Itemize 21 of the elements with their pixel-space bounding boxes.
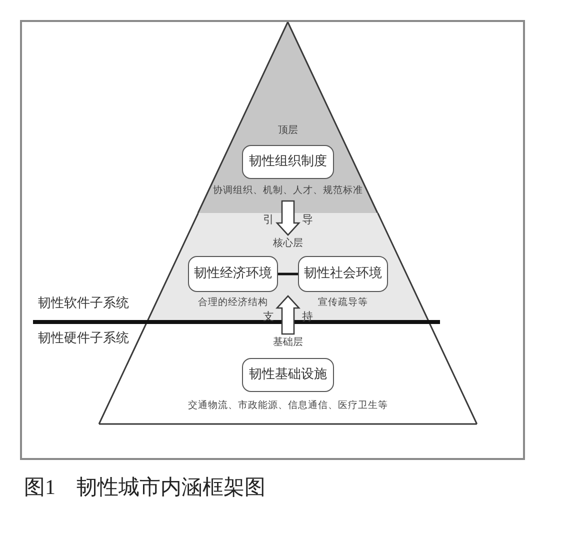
description-text: 宣传疏导等	[318, 297, 368, 308]
subsystem-label: 韧性软件子系统	[38, 296, 129, 311]
pyramid-tier	[147, 213, 429, 322]
description-text: 协调组织、机制、人才、规范标准	[212, 185, 363, 196]
tier-label: 顶层	[278, 125, 298, 137]
figure-caption: 图1 韧性城市内涵框架图	[24, 474, 266, 500]
concept-box: 韧性经济环境	[188, 256, 278, 292]
concept-box: 韧性社会环境	[298, 256, 388, 292]
edge-label: 引导	[263, 213, 313, 226]
connector-line	[278, 272, 298, 276]
block-arrow	[276, 295, 300, 335]
pyramid-tier	[198, 22, 378, 213]
edge-label: 支持	[263, 310, 313, 323]
block-arrow	[276, 200, 300, 236]
description-text: 合理的经济结构	[198, 297, 268, 308]
tier-label: 核心层	[273, 238, 303, 250]
concept-box: 韧性组织制度	[242, 145, 334, 179]
concept-box: 韧性基础设施	[242, 358, 334, 392]
tier-label: 基础层	[272, 337, 303, 349]
description-text: 交通物流、市政能源、信息通信、医疗卫生等	[188, 400, 388, 411]
subsystem-label: 韧性硬件子系统	[38, 331, 129, 346]
